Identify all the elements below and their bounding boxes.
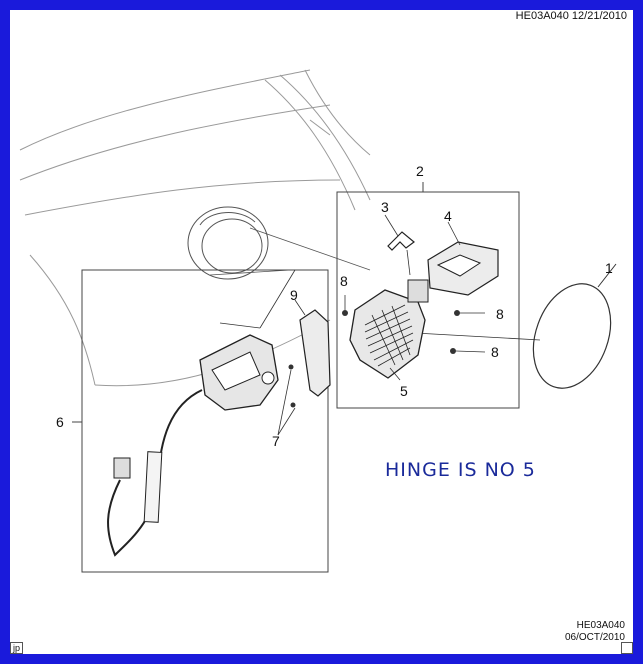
part-bezel xyxy=(299,309,331,397)
part-actuator xyxy=(199,269,296,411)
callout-8-top: 8 xyxy=(340,273,348,289)
assembly-6-box xyxy=(81,269,329,573)
exploded-view-drawing xyxy=(19,69,617,573)
drawing-reference-header: HE03A040 12/21/2010 xyxy=(515,10,627,22)
callout-5: 5 xyxy=(400,383,408,399)
footer-code: HE03A040 xyxy=(576,620,625,631)
hinge-annotation: HINGE IS NO 5 xyxy=(385,459,536,481)
callout-9: 9 xyxy=(290,287,298,303)
callout-7: 7 xyxy=(272,433,280,449)
callout-4: 4 xyxy=(444,208,452,224)
callout-8-lower: 8 xyxy=(491,344,499,360)
language-tag: jp xyxy=(10,642,24,654)
corner-box xyxy=(621,642,633,654)
part-hinge xyxy=(349,279,429,381)
callout-6: 6 xyxy=(56,414,64,430)
callout-8-right: 8 xyxy=(496,306,504,322)
fuel-filler-housing xyxy=(187,206,269,280)
part-spring xyxy=(387,231,415,251)
callout-2: 2 xyxy=(416,163,424,179)
footer-date: 06/OCT/2010 xyxy=(564,632,625,643)
screws-7 xyxy=(288,364,296,408)
callout-3: 3 xyxy=(381,199,389,215)
assembly-2-box xyxy=(336,191,520,409)
part-seal xyxy=(427,221,499,296)
callout-1: 1 xyxy=(605,260,613,276)
screws-8 xyxy=(342,310,460,354)
part-fuel-door xyxy=(414,263,617,389)
